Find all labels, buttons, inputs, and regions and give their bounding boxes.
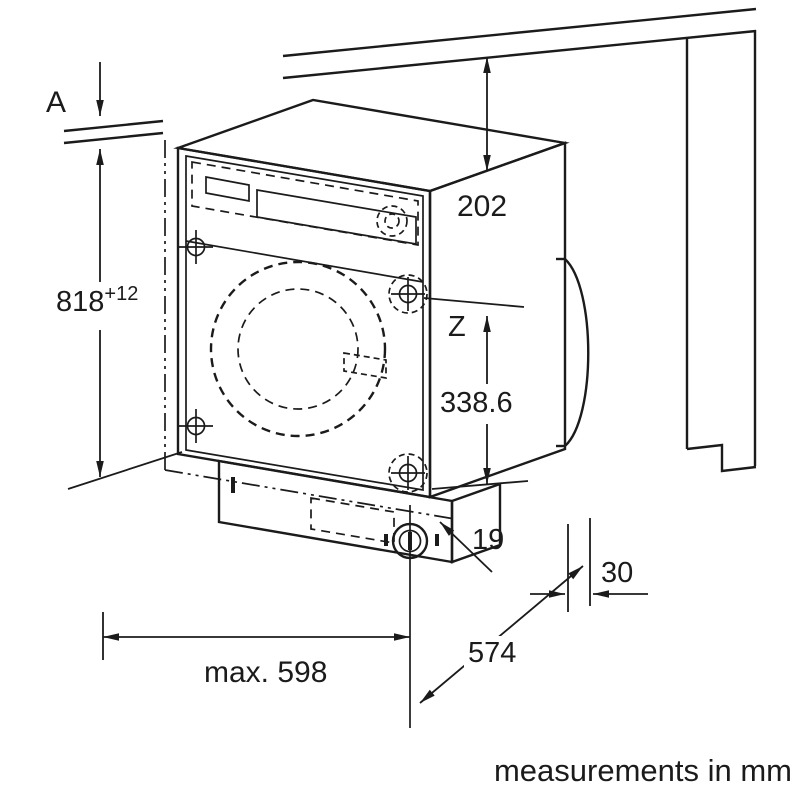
door-side-profile (556, 257, 590, 448)
label-202: 202 (457, 190, 507, 223)
dimension-max-width: max. 598 (102, 612, 410, 689)
program-knob-dashed (376, 205, 408, 237)
worktop-lines (282, 7, 757, 80)
label-30: 30 (601, 557, 633, 589)
reference-lines (164, 140, 456, 728)
mounting-hole-bottom-left (179, 409, 213, 443)
label-Z: Z (448, 311, 466, 343)
plinth-front-face (217, 459, 454, 564)
dimension-front-offset: 19 (439, 521, 504, 573)
appliance-outline (173, 98, 570, 499)
porthole-door (209, 260, 387, 438)
plinth (217, 459, 502, 564)
label-338-6: 338.6 (440, 387, 513, 419)
label-max-598: max. 598 (204, 656, 327, 689)
display-window (205, 175, 250, 203)
door-outer-dashed-circle (209, 260, 387, 438)
dimension-depth: 574 (419, 565, 584, 704)
dimension-worktop-A: A (46, 62, 164, 145)
fascia-panel (256, 188, 417, 246)
unit-note: measurements in mm (494, 753, 792, 788)
label-574: 574 (468, 637, 516, 669)
label-19: 19 (472, 524, 504, 556)
appliance-top-face (173, 98, 570, 193)
front-inner-frame (185, 154, 424, 492)
mounting-hole-top-left (179, 230, 213, 264)
door-inner-dashed-circle (237, 288, 359, 410)
plinth-side-face (450, 482, 502, 564)
dimension-hinge-height: Z 338.6 (423, 297, 535, 490)
dimension-top-clearance: 202 (457, 57, 507, 223)
door-handle-dashed (343, 351, 387, 380)
appliance-side-face (428, 141, 567, 499)
label-818: 818+12 (56, 283, 138, 318)
service-flap-dashed (310, 496, 395, 545)
control-panel-dashed-frame (191, 160, 419, 247)
control-panel (185, 160, 424, 283)
dimension-niche-height: 818+12 (52, 149, 183, 490)
dimension-rear-clearance: 30 (530, 518, 648, 612)
mounting-hole-hinge-z (388, 274, 428, 314)
label-A: A (46, 86, 66, 119)
cabinet-side-panel (685, 30, 757, 473)
mounting-hole-bottom-right (388, 453, 428, 493)
